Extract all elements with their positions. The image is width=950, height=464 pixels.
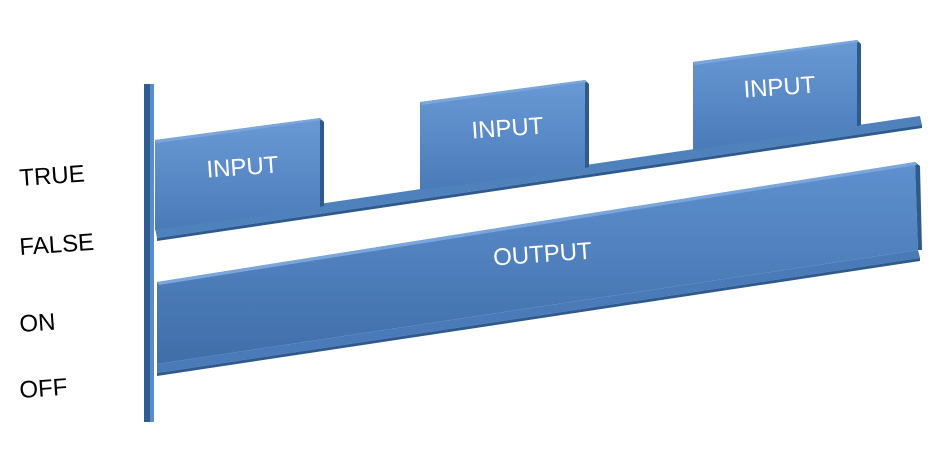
label-on: ON: [19, 309, 57, 338]
output-pulse: OUTPUT: [157, 162, 922, 376]
label-false: FALSE: [19, 229, 95, 261]
input-pulse-2: INPUT: [420, 80, 589, 190]
label-off: OFF: [19, 374, 69, 404]
vertical-axis: [144, 84, 154, 422]
input-pulse-3: INPUT: [693, 40, 861, 150]
input-pulse-2-label: INPUT: [471, 113, 545, 145]
input-baseline: [155, 116, 922, 241]
input-pulse-3-label: INPUT: [743, 72, 817, 104]
label-true: TRUE: [19, 160, 86, 191]
input-pulse-1-label: INPUT: [206, 152, 280, 184]
input-pulse-1: INPUT: [155, 118, 324, 230]
